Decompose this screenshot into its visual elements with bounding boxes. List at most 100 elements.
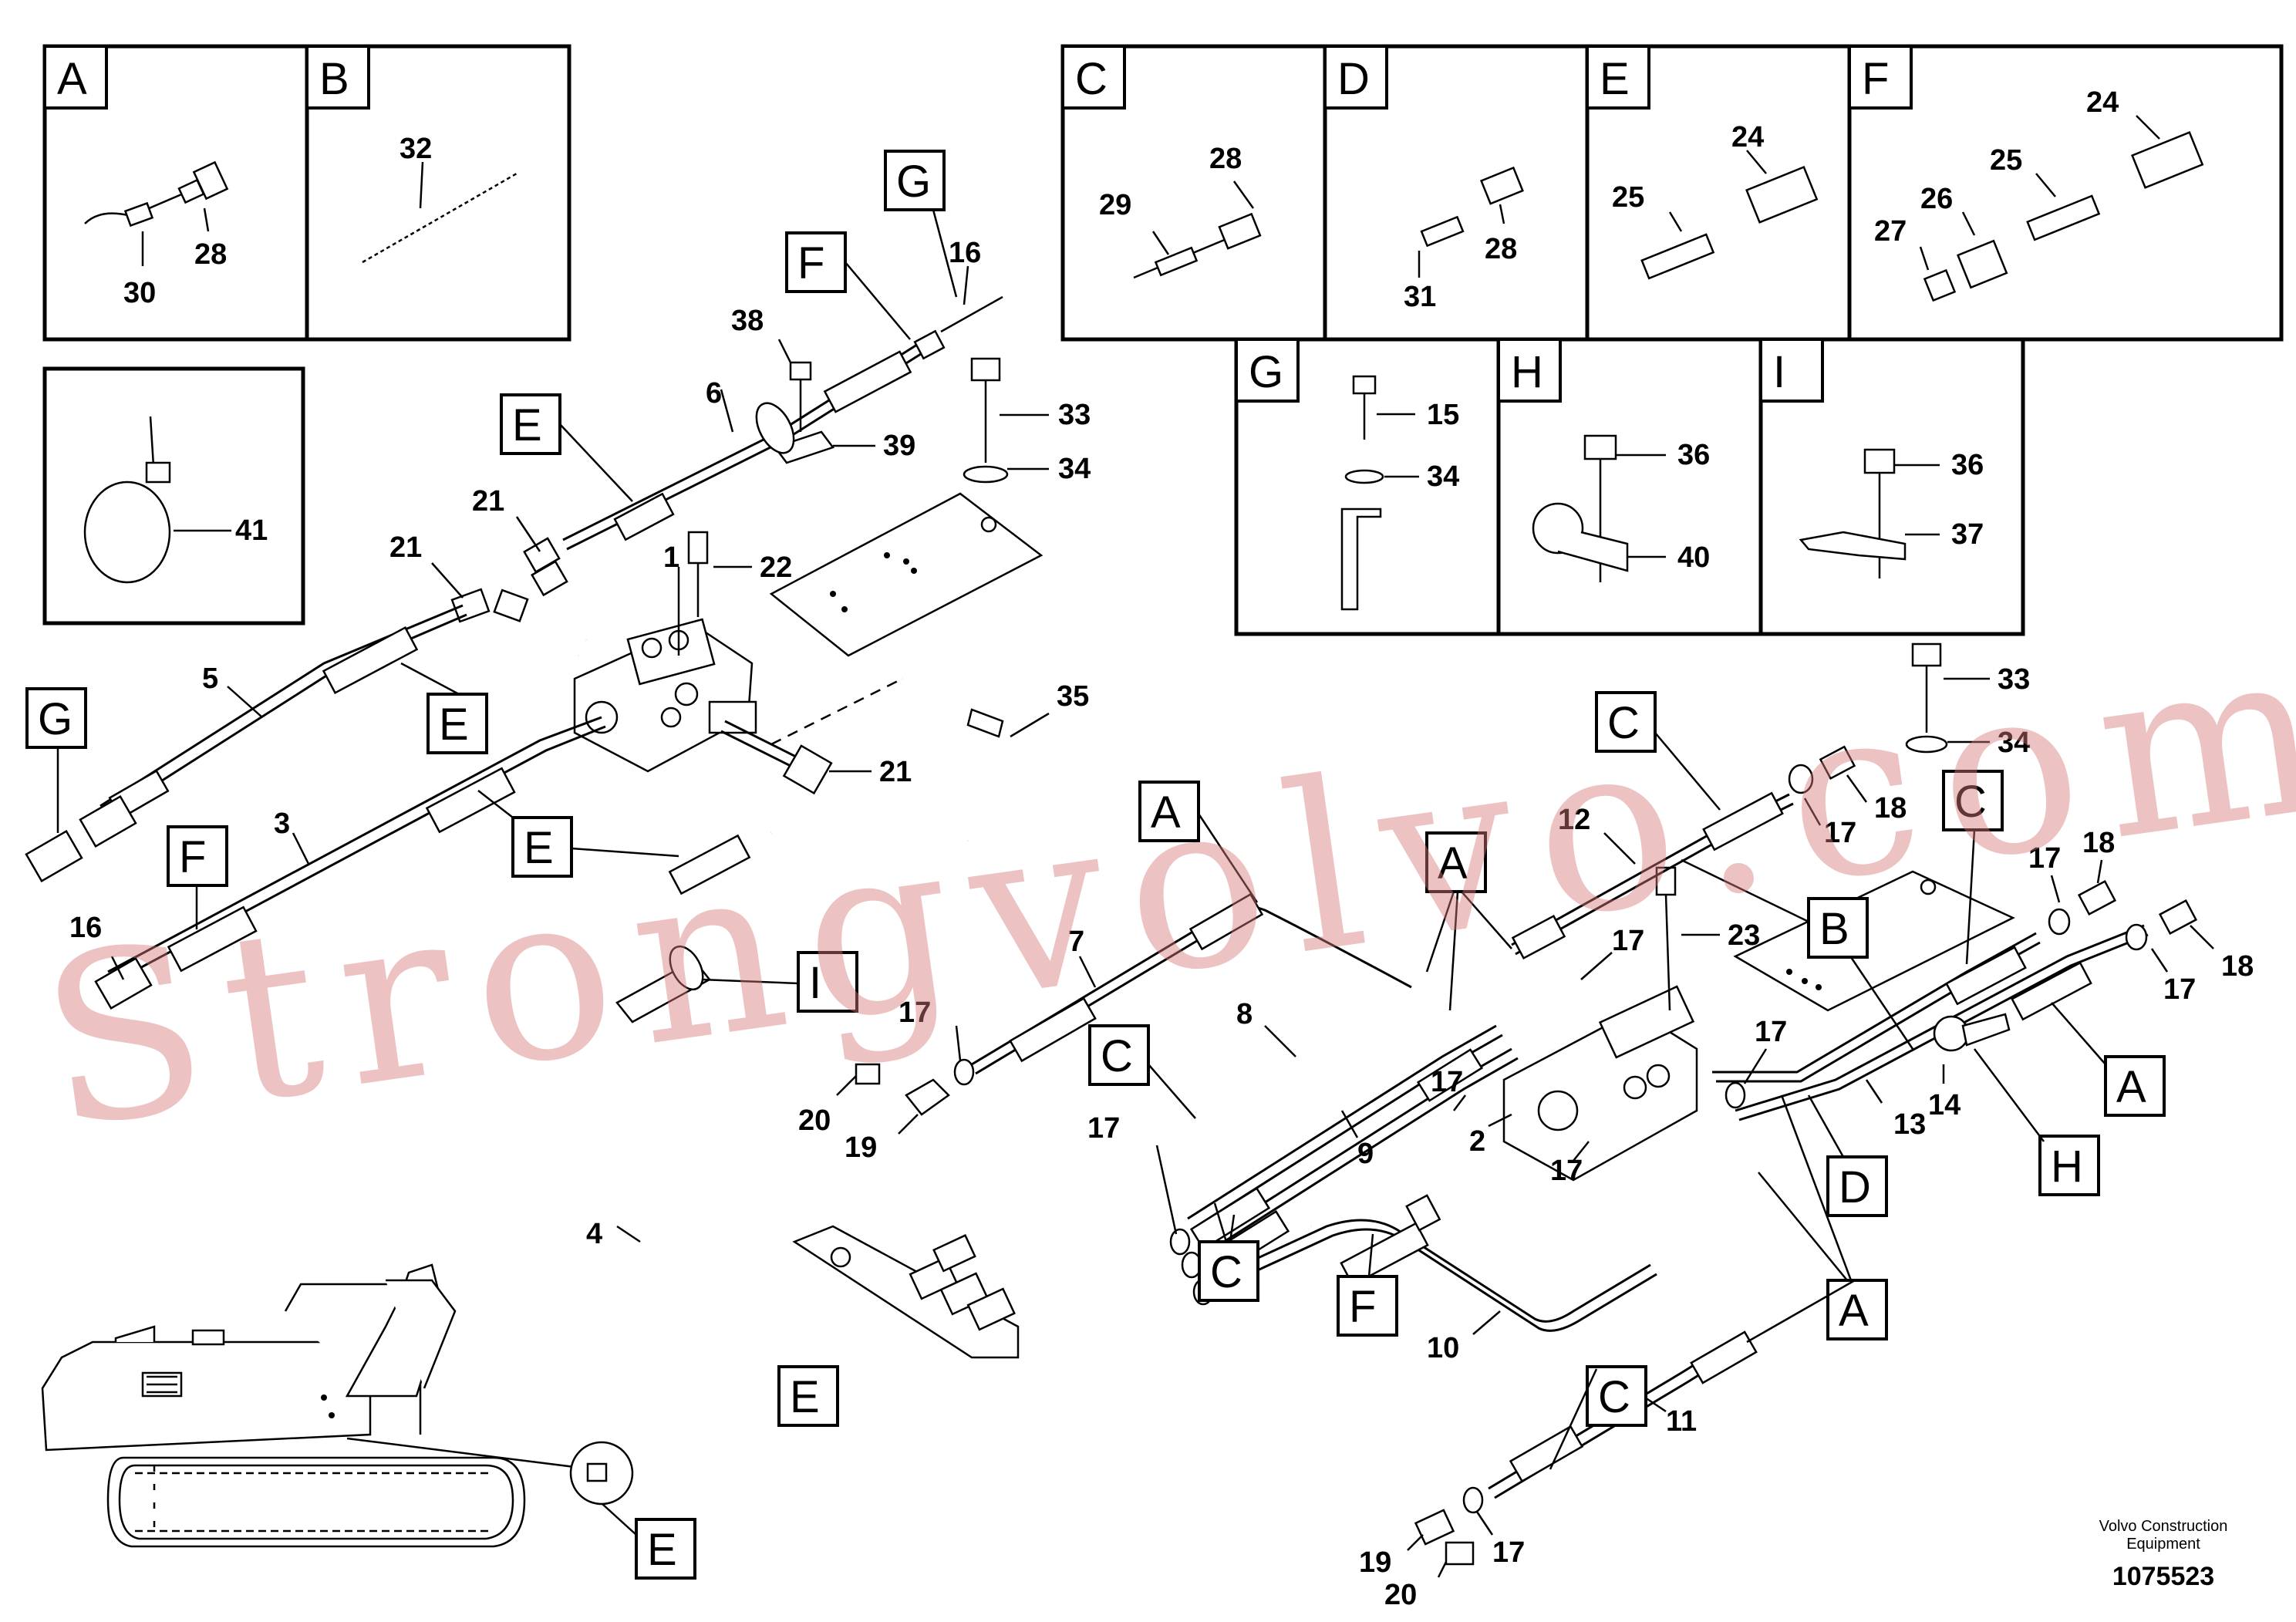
svg-text:33: 33 [1058, 399, 1091, 431]
detail-box-e: E 25 24 [1585, 44, 1852, 342]
svg-text:11: 11 [1666, 1405, 1697, 1438]
tie-box: 41 [42, 366, 305, 626]
svg-text:24: 24 [2086, 86, 2119, 119]
svg-text:37: 37 [1951, 518, 1984, 551]
svg-text:C: C [1075, 54, 1108, 104]
svg-text:F: F [797, 238, 824, 288]
svg-text:21: 21 [389, 531, 422, 564]
svg-text:16: 16 [949, 237, 981, 269]
svg-text:17: 17 [1612, 925, 1644, 957]
svg-text:18: 18 [2221, 950, 2254, 983]
svg-text:B: B [1819, 904, 1849, 954]
svg-text:6: 6 [706, 377, 722, 410]
svg-text:28: 28 [1209, 143, 1242, 175]
svg-text:20: 20 [798, 1104, 831, 1137]
svg-text:21: 21 [472, 485, 504, 518]
svg-text:1: 1 [663, 541, 679, 574]
svg-text:C: C [1101, 1031, 1133, 1081]
svg-text:F: F [179, 832, 206, 882]
svg-text:8: 8 [1236, 998, 1253, 1030]
detail-box-b: B 32 [305, 44, 571, 342]
svg-text:17: 17 [1824, 817, 1856, 849]
svg-text:17: 17 [899, 996, 931, 1029]
svg-text:7: 7 [1068, 926, 1084, 958]
svg-text:12: 12 [1558, 804, 1590, 836]
letter-callouts: E F G E G F E I A C A C F E C B [25, 150, 2166, 1580]
svg-text:27: 27 [1874, 215, 1907, 248]
svg-text:24: 24 [1731, 121, 1764, 153]
svg-text:26: 26 [1920, 183, 1953, 215]
svg-text:G: G [38, 694, 72, 744]
excavator-locator [41, 1263, 634, 1548]
svg-text:F: F [1349, 1282, 1376, 1332]
svg-text:32: 32 [400, 133, 432, 165]
svg-text:A: A [1839, 1286, 1869, 1336]
company-line2: Equipment [2126, 1536, 2200, 1553]
svg-text:17: 17 [1755, 1016, 1787, 1048]
svg-text:14: 14 [1928, 1089, 1961, 1121]
svg-text:A: A [2116, 1062, 2146, 1112]
svg-text:E: E [790, 1372, 820, 1422]
detail-box-i: I 36 37 [1758, 337, 2025, 636]
detail-box-h: H 36 40 [1496, 337, 1763, 636]
svg-text:I: I [809, 958, 821, 1008]
svg-text:39: 39 [883, 430, 915, 462]
svg-text:31: 31 [1404, 281, 1436, 313]
svg-text:17: 17 [1431, 1066, 1463, 1098]
svg-text:36: 36 [1677, 439, 1710, 471]
svg-text:3: 3 [274, 808, 290, 840]
svg-text:41: 41 [235, 514, 268, 547]
svg-text:17: 17 [2163, 973, 2196, 1006]
detail-box-a: A 30 28 [42, 44, 309, 342]
drawing-number: 1075523 [2112, 1562, 2214, 1591]
svg-text:C: C [1954, 777, 1987, 827]
svg-text:13: 13 [1893, 1108, 1926, 1141]
svg-text:25: 25 [1990, 144, 2022, 177]
svg-text:28: 28 [194, 238, 227, 271]
footer: Volvo Construction Equipment 1075523 [2099, 1518, 2228, 1591]
svg-text:G: G [896, 157, 931, 207]
svg-text:17: 17 [1550, 1155, 1583, 1187]
svg-text:18: 18 [1874, 792, 1907, 824]
svg-text:19: 19 [845, 1131, 877, 1164]
svg-text:10: 10 [1427, 1332, 1459, 1364]
svg-text:18: 18 [2082, 827, 2115, 859]
svg-text:5: 5 [202, 663, 218, 695]
svg-text:9: 9 [1357, 1138, 1374, 1170]
svg-text:38: 38 [731, 305, 764, 337]
svg-text:D: D [1839, 1162, 1871, 1212]
svg-text:17: 17 [1087, 1112, 1120, 1145]
svg-text:17: 17 [1492, 1536, 1525, 1569]
svg-text:E: E [439, 700, 469, 750]
svg-text:E: E [524, 823, 554, 873]
svg-text:H: H [1511, 347, 1543, 397]
svg-text:15: 15 [1427, 399, 1459, 431]
svg-text:F: F [1862, 54, 1889, 104]
svg-text:G: G [1249, 347, 1283, 397]
svg-text:E: E [1600, 54, 1630, 104]
company-line1: Volvo Construction [2099, 1518, 2228, 1535]
svg-text:E: E [512, 400, 542, 450]
svg-text:33: 33 [1998, 663, 2030, 696]
svg-text:C: C [1598, 1372, 1630, 1422]
main-assembly-left: 33 34 1 22 39 38 6 16 [25, 237, 1313, 1410]
svg-text:23: 23 [1728, 919, 1760, 952]
svg-text:40: 40 [1677, 541, 1710, 574]
svg-text:C: C [1607, 698, 1640, 748]
svg-text:34: 34 [1427, 460, 1459, 493]
svg-text:20: 20 [1384, 1579, 1417, 1611]
svg-text:I: I [1773, 347, 1785, 397]
svg-text:4: 4 [586, 1218, 602, 1250]
svg-text:17: 17 [2028, 842, 2061, 875]
svg-text:A: A [1438, 838, 1468, 889]
svg-text:29: 29 [1099, 189, 1131, 221]
svg-text:25: 25 [1612, 181, 1644, 214]
svg-text:36: 36 [1951, 449, 1984, 481]
detail-box-d: D 31 28 [1323, 44, 1590, 342]
svg-text:C: C [1210, 1247, 1242, 1297]
detail-box-f: F 27 26 25 24 [1847, 44, 2284, 342]
svg-text:A: A [1151, 787, 1181, 838]
svg-text:H: H [2051, 1141, 2083, 1192]
svg-text:E: E [647, 1525, 677, 1575]
svg-text:28: 28 [1485, 233, 1517, 265]
